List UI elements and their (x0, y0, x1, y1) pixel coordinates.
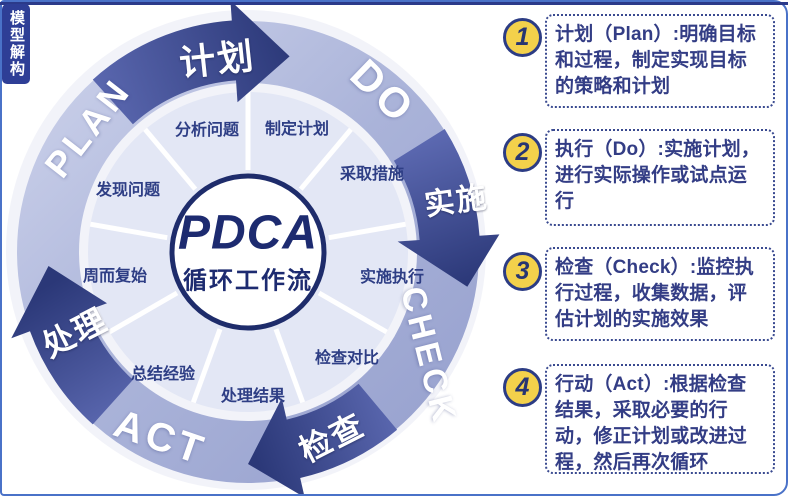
arrow-do (393, 129, 500, 287)
step-lead: 执行（Do）: (555, 139, 665, 160)
step-badge-3: 3 (503, 252, 542, 291)
segment-dividers (89, 92, 407, 404)
step-badge-4: 4 (503, 368, 542, 407)
step-lead: 行动（Act）: (555, 374, 670, 395)
segment-label: 周而复始 (82, 268, 148, 285)
arrow-label-jihua: 计划 (177, 35, 258, 84)
step-badge-1: 1 (503, 18, 542, 57)
step-number: 3 (515, 257, 530, 285)
arrow-plan (92, 0, 290, 125)
arrow-check (248, 383, 398, 496)
step-box-check: 检查（Check）:监控执行过程，收集数据，评估计划的实施效果 (545, 247, 775, 341)
segment-label: 采取措施 (339, 166, 405, 183)
step-body: 监控执行过程，收集数据，评估计划的实施效果 (555, 257, 754, 330)
center-circle (169, 173, 327, 331)
pdca-subtitle: 循环工作流 (183, 267, 313, 295)
step-body: 明确目标和过程，制定实现目标的策略和计划 (555, 24, 757, 97)
segment-label: 分析问题 (174, 122, 240, 139)
step-box-do: 执行（Do）:实施计划，进行实际操作或试点运行 (545, 129, 775, 226)
step-badge-2: 2 (503, 133, 542, 172)
model-tab: 模型解构 (2, 4, 30, 84)
step-number: 4 (515, 373, 530, 401)
segment-label: 发现问题 (95, 182, 161, 199)
segment-label: 制定计划 (264, 121, 330, 138)
step-body: 根据检查结果，采取必要的行动，修正计划或改进过程，然后再次循环 (555, 374, 748, 473)
step-number: 1 (515, 23, 530, 51)
segment-label: 检查对比 (314, 350, 380, 367)
arrow-act (11, 266, 133, 425)
top-accent-line (0, 2, 788, 5)
step-box-act: 行动（Act）:根据检查结果，采取必要的行动，修正计划或改进过程，然后再次循环 (545, 364, 775, 474)
segment-label: 总结经验 (130, 366, 196, 383)
step-box-plan: 计划（Plan）:明确目标和过程，制定实现目标的策略和计划 (545, 14, 775, 108)
segment-label: 实施执行 (359, 269, 425, 286)
wheel-graphic (6, 0, 500, 496)
step-lead: 计划（Plan）: (555, 24, 680, 45)
pdca-wheel: PDCA 循环工作流 PLAN DO CHECK ACT 计划 实施 检查 处理… (6, 0, 500, 496)
step-number: 2 (515, 138, 530, 166)
step-lead: 检查（Check）: (555, 257, 697, 278)
description-panel: 1 计划（Plan）:明确目标和过程，制定实现目标的策略和计划 2 执行（Do）… (500, 0, 788, 496)
step-body: 实施计划，进行实际操作或试点运行 (555, 139, 761, 212)
pdca-title: PDCA (177, 206, 319, 260)
segment-label: 处理结果 (220, 388, 286, 405)
arrow-label-shishi: 实施 (422, 180, 491, 223)
